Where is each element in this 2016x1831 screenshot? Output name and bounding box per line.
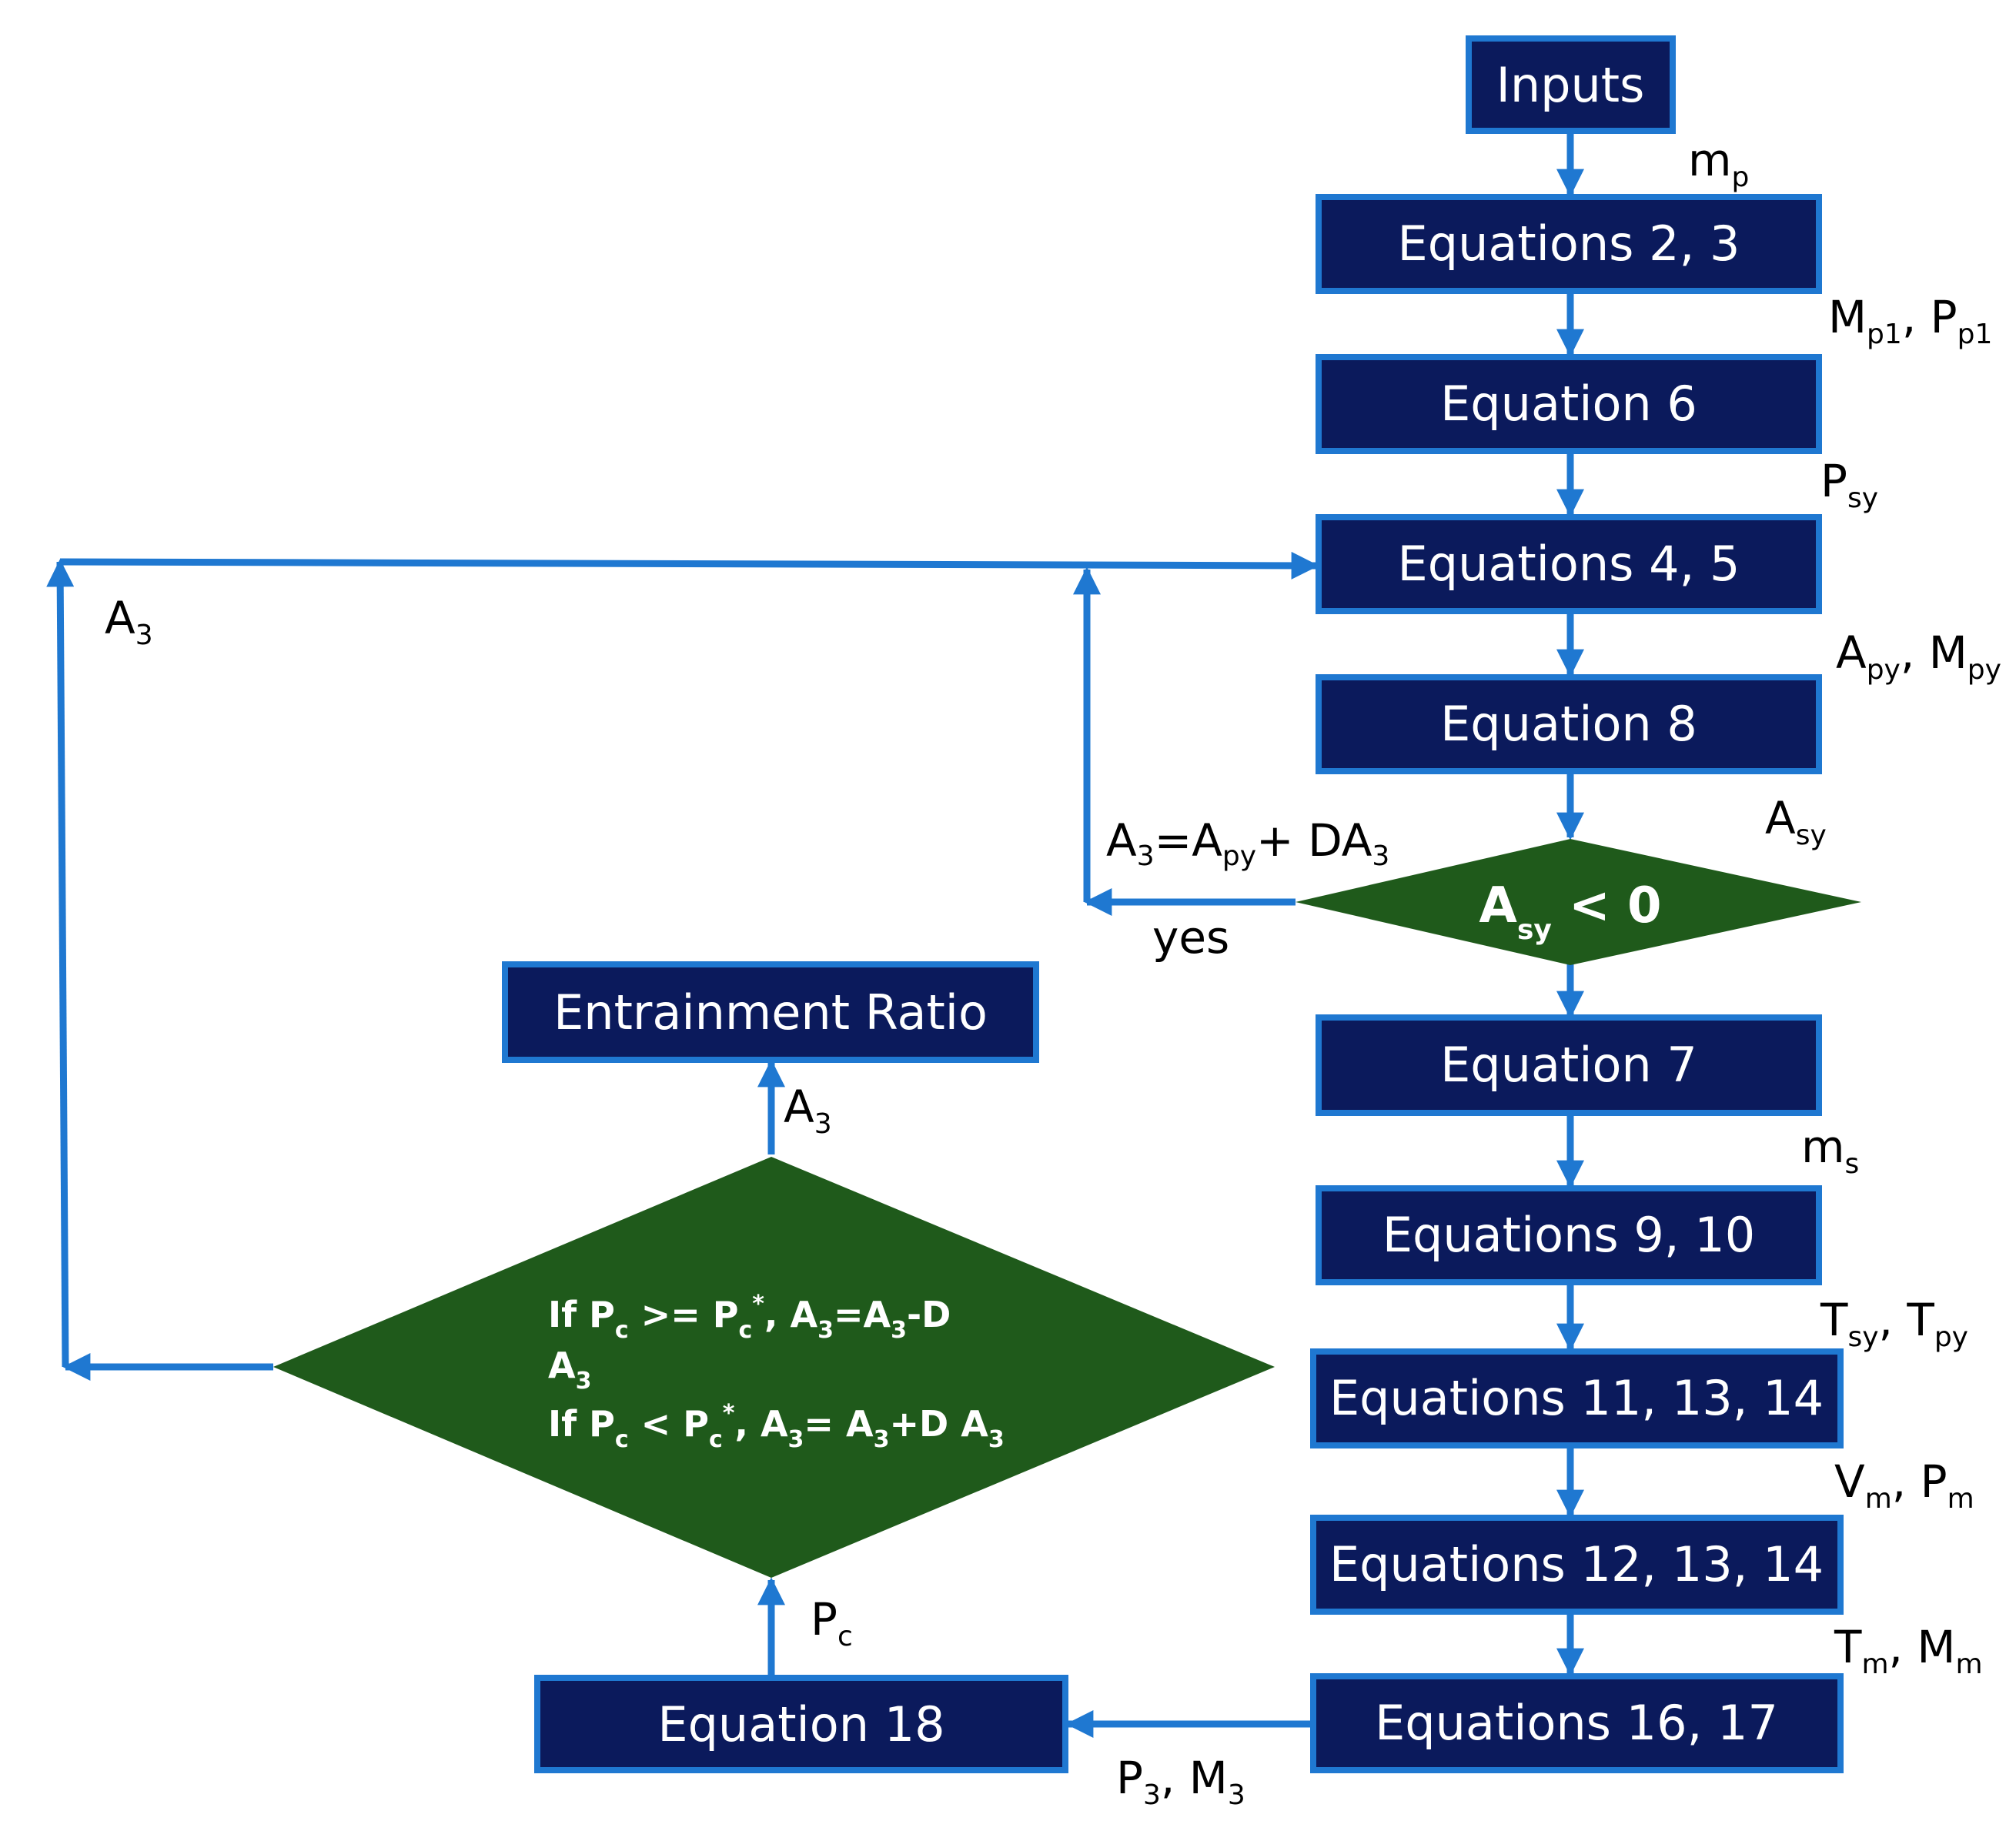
label-mp1-pp1: Mp1, Pp1	[1828, 291, 1992, 350]
dp1-if: If P	[548, 1294, 615, 1335]
label-asy: Asy	[1765, 792, 1827, 851]
decision-pressure-line3: If Pc < Pc*, A3= A3+D A3	[548, 1400, 1005, 1453]
dp1-rest: =A	[834, 1294, 891, 1335]
label-pc: Pc	[811, 1593, 853, 1652]
label-yes: yes	[1152, 911, 1229, 964]
box-eq-16-17-label: Equations 16, 17	[1375, 1695, 1778, 1751]
decision-pressure	[273, 1157, 1275, 1578]
box-eq-6	[1316, 354, 1822, 454]
dp1-c: c	[615, 1317, 629, 1344]
dp3-3c: 3	[988, 1426, 1005, 1453]
label-apy-mpy: Apy, Mpy	[1836, 626, 2001, 686]
box-eq-2-3	[1316, 194, 1822, 294]
label-vm-pm: Vm, Pm	[1834, 1455, 1974, 1515]
box-eq-11-13-14-label: Equations 11, 13, 14	[1329, 1370, 1824, 1426]
box-entrainment-ratio	[502, 961, 1039, 1063]
decision-asy-label: Asy < 0	[1479, 877, 1661, 946]
box-eq-9-10	[1316, 1185, 1822, 1285]
dp3-3b: 3	[874, 1426, 890, 1453]
dp3-c: c	[615, 1426, 629, 1453]
box-inputs-label: Inputs	[1496, 57, 1645, 113]
label-mp: mp	[1688, 134, 1749, 193]
decision-pressure-line2: A3	[548, 1345, 591, 1395]
box-inputs	[1466, 35, 1676, 134]
box-entrainment-ratio-label: Entrainment Ratio	[553, 984, 988, 1041]
box-eq-8	[1316, 674, 1822, 774]
label-a3-up: A3	[784, 1081, 832, 1140]
decision-pressure-line1: If Pc >= Pc*, A3=A3-D	[548, 1291, 951, 1344]
dp2-3: 3	[576, 1368, 592, 1395]
label-tsy-tpy: Tsy, Tpy	[1820, 1294, 1968, 1353]
edge-loop-top	[59, 551, 1319, 580]
box-eq-7-label: Equation 7	[1440, 1037, 1697, 1093]
edge-labels: mp Mp1, Pp1 Psy Apy, Mpy Asy ms Tsy, Tpy…	[105, 134, 2001, 1811]
dp1-3: 3	[817, 1317, 834, 1344]
box-eq-11-13-14	[1310, 1348, 1844, 1448]
dp3-if: If P	[548, 1403, 615, 1445]
box-eq-4-5	[1316, 514, 1822, 614]
box-eq-7	[1316, 1014, 1822, 1116]
box-eq-12-13-14-label: Equations 12, 13, 14	[1329, 1536, 1824, 1592]
box-eq-9-10-label: Equations 9, 10	[1382, 1207, 1755, 1263]
dp1-end: -D	[907, 1294, 951, 1335]
dp3-a: , A	[734, 1403, 787, 1445]
label-a3-left: A3	[105, 592, 153, 651]
label-p3-m3: P3, M3	[1116, 1752, 1245, 1811]
dp1-c2: c	[739, 1317, 753, 1344]
dp1-ge: >= P	[629, 1294, 739, 1335]
label-a3-formula: A3=Apy+ DA3	[1106, 814, 1389, 872]
box-eq-18	[534, 1675, 1068, 1773]
box-eq-8-label: Equation 8	[1440, 696, 1697, 752]
edges	[46, 131, 1584, 1738]
dp3-plus: +D A	[889, 1403, 988, 1445]
edge-loop-left-up	[46, 559, 75, 1368]
box-eq-18-label: Equation 18	[657, 1696, 944, 1752]
dp1-3b: 3	[891, 1317, 907, 1344]
dp3-star: *	[723, 1400, 735, 1427]
box-eq-4-5-label: Equations 4, 5	[1398, 536, 1740, 592]
box-eq-6-label: Equation 6	[1440, 376, 1697, 432]
dp3-3: 3	[788, 1426, 804, 1453]
box-eq-12-13-14	[1310, 1515, 1844, 1615]
decision-asy-sub: sy	[1517, 914, 1552, 946]
decision-asy	[1296, 839, 1861, 965]
dp3-eq: = A	[804, 1403, 874, 1445]
process-boxes: Inputs Equations 2, 3 Equation 6 Equatio…	[502, 35, 1844, 1773]
dp1-star: *	[752, 1291, 764, 1318]
box-eq-16-17	[1310, 1673, 1844, 1773]
decision-asy-cmp: < 0	[1552, 877, 1662, 934]
dp1-a: , A	[764, 1294, 817, 1335]
label-ms: ms	[1801, 1121, 1859, 1180]
decision-asy-a: A	[1479, 877, 1517, 934]
dp3-lt: < P	[629, 1403, 709, 1445]
label-psy: Psy	[1820, 455, 1878, 514]
label-tm-mm: Tm, Mm	[1834, 1621, 1983, 1680]
dp3-c2: c	[709, 1426, 723, 1453]
decisions: Asy < 0 If Pc >= Pc*, A3=A3-D A3 If Pc <…	[273, 839, 1861, 1578]
dp2-a: A	[548, 1345, 576, 1386]
box-eq-2-3-label: Equations 2, 3	[1398, 216, 1740, 272]
